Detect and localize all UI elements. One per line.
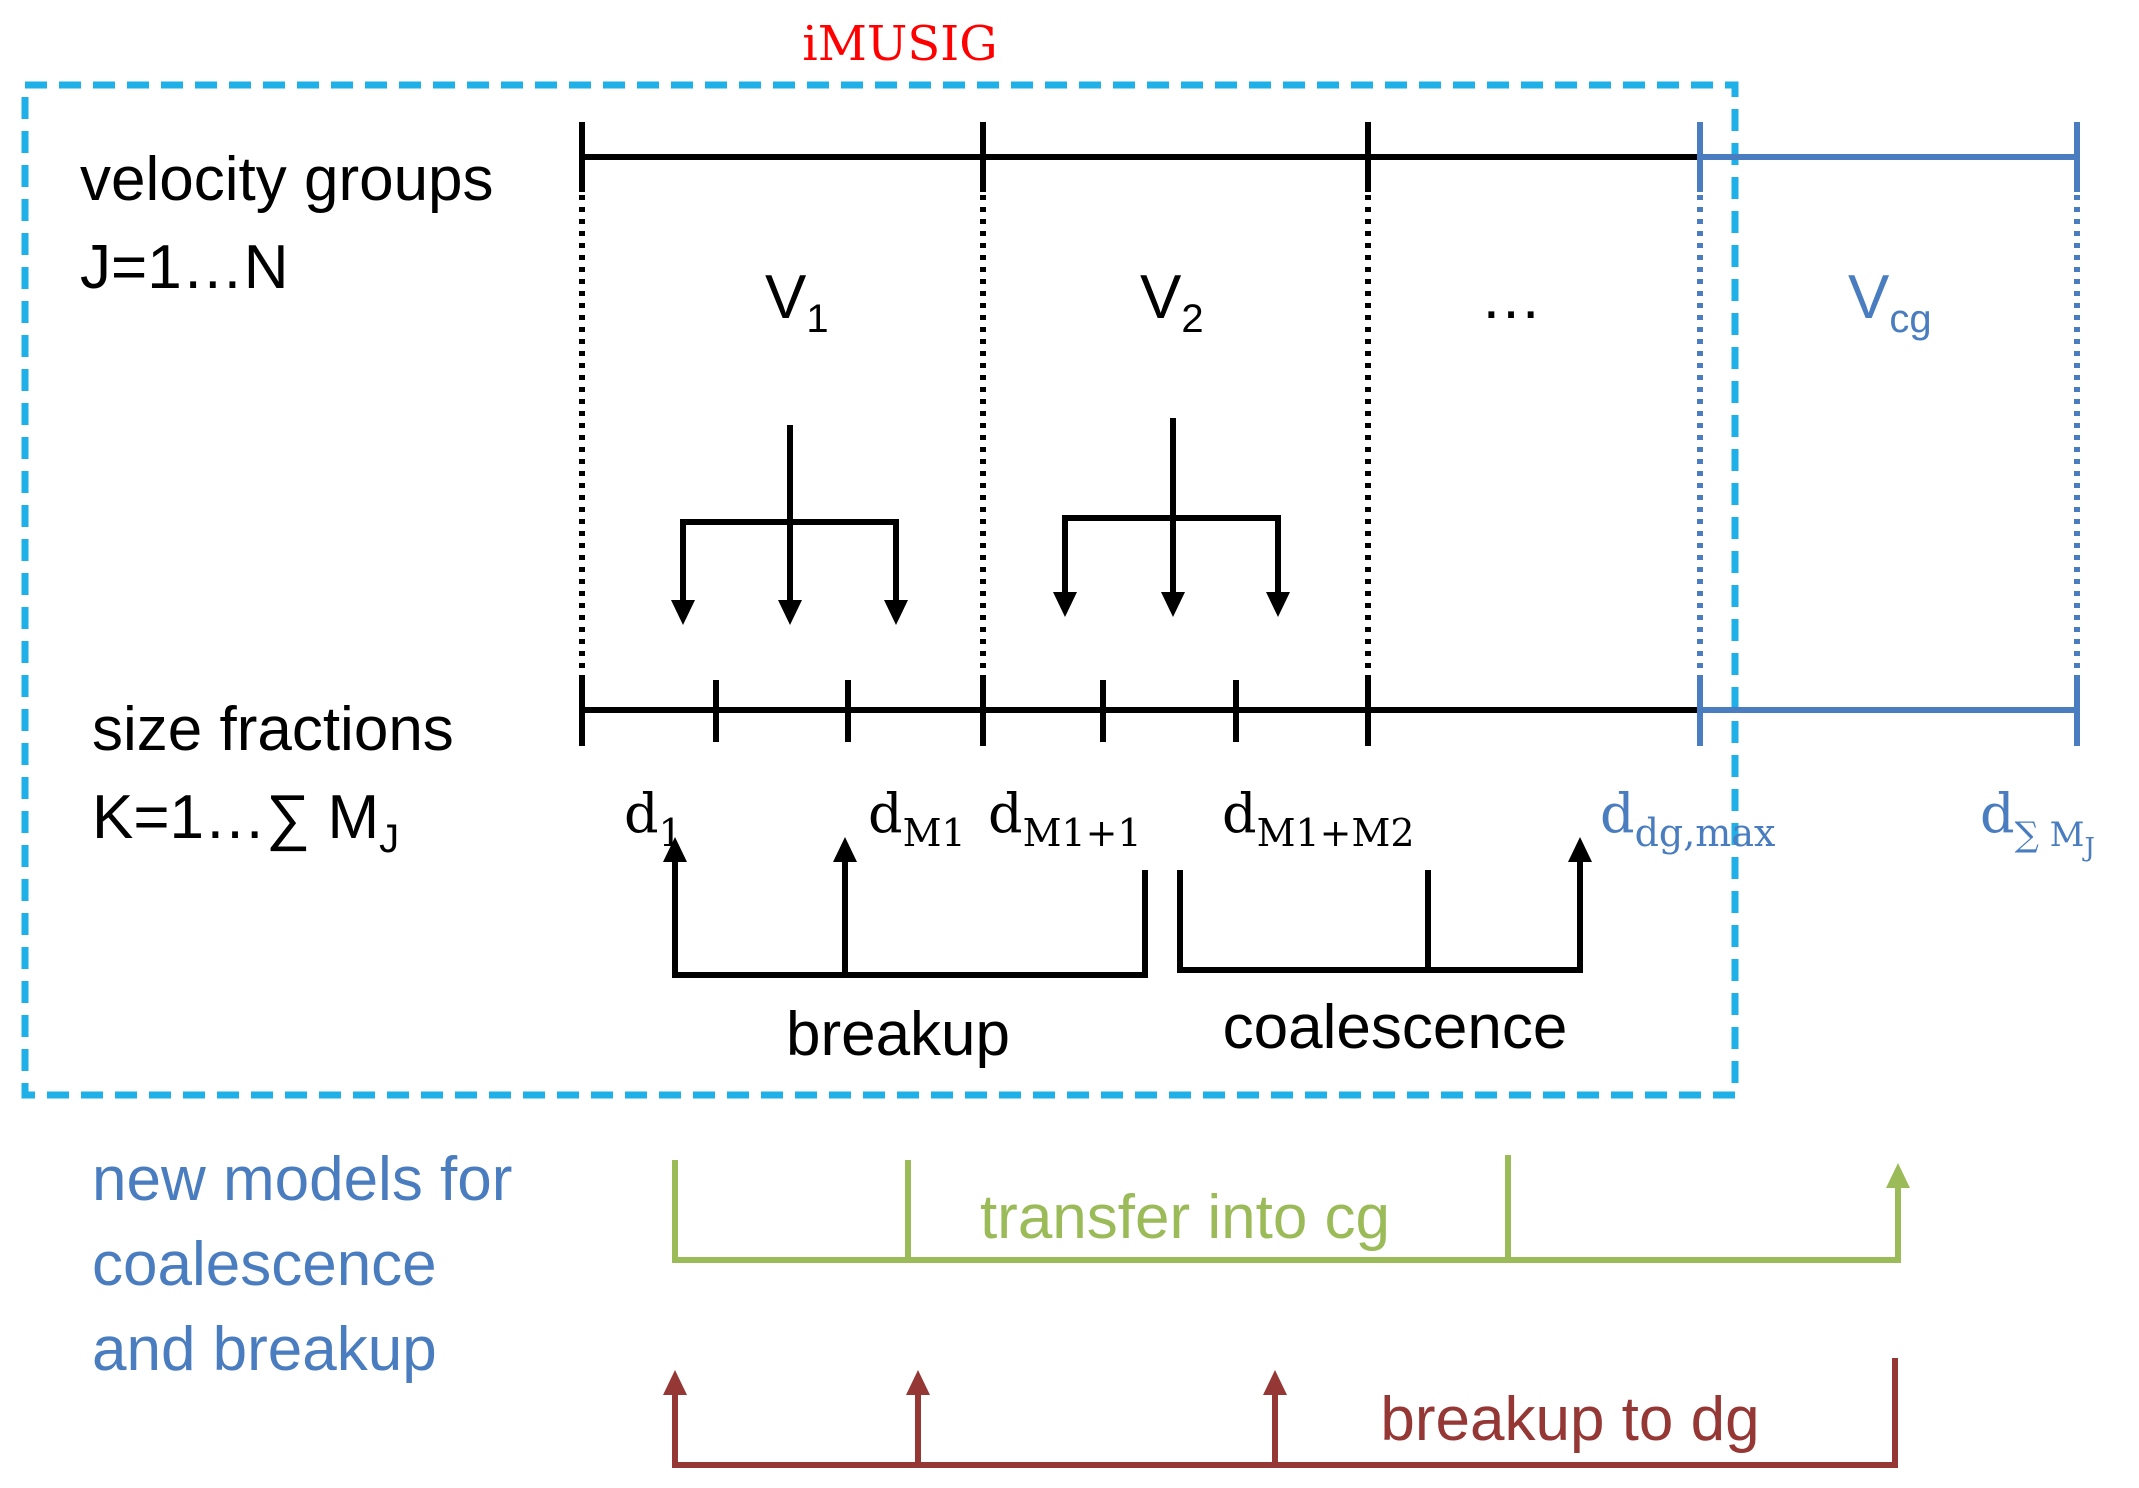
size-fractions-range: K=1…∑ MJ: [92, 783, 399, 861]
velocity-groups-range: J=1…N: [80, 233, 288, 302]
coalescence-bracket: [1177, 837, 1592, 973]
diameter-ddgmax: ddg,max: [1600, 782, 1775, 855]
coalescence-label: coalescence: [1223, 993, 1568, 1062]
group-label-v1: V1: [765, 263, 829, 341]
group1-distribution-arrows: [671, 425, 908, 625]
imusig-boundary-box: [21, 81, 1739, 1099]
size-fractions-label: size fractions: [92, 695, 454, 764]
diagram-title: iMUSIG: [802, 16, 997, 72]
diameter-dM1: dM1: [868, 782, 966, 855]
new-models-line1: new models for: [92, 1145, 512, 1214]
breakup-to-dg-bracket: [663, 1358, 1898, 1468]
group-label-v2: V2: [1140, 263, 1204, 341]
diameter-dM1plus1: dM1+1: [988, 782, 1142, 855]
breakup-bracket: [663, 837, 1148, 978]
transfer-into-cg-bracket: [672, 1155, 1910, 1263]
group-label-vcg: Vcg: [1848, 263, 1932, 341]
size-ticks: [579, 676, 1371, 746]
new-models-line3: and breakup: [92, 1315, 437, 1384]
velocity-groups-label: velocity groups: [80, 145, 494, 214]
diameter-dsumMJ: d∑ MJ: [1980, 782, 2095, 863]
breakup-label: breakup: [786, 1000, 1010, 1069]
transfer-into-cg-label: transfer into cg: [980, 1183, 1390, 1252]
group-label-ellipsis: …: [1480, 263, 1542, 332]
group2-distribution-arrows: [1053, 418, 1290, 617]
new-models-line2: coalescence: [92, 1230, 437, 1299]
breakup-to-dg-label: breakup to dg: [1380, 1385, 1759, 1454]
diameter-dM1plusM2: dM1+M2: [1222, 782, 1415, 855]
